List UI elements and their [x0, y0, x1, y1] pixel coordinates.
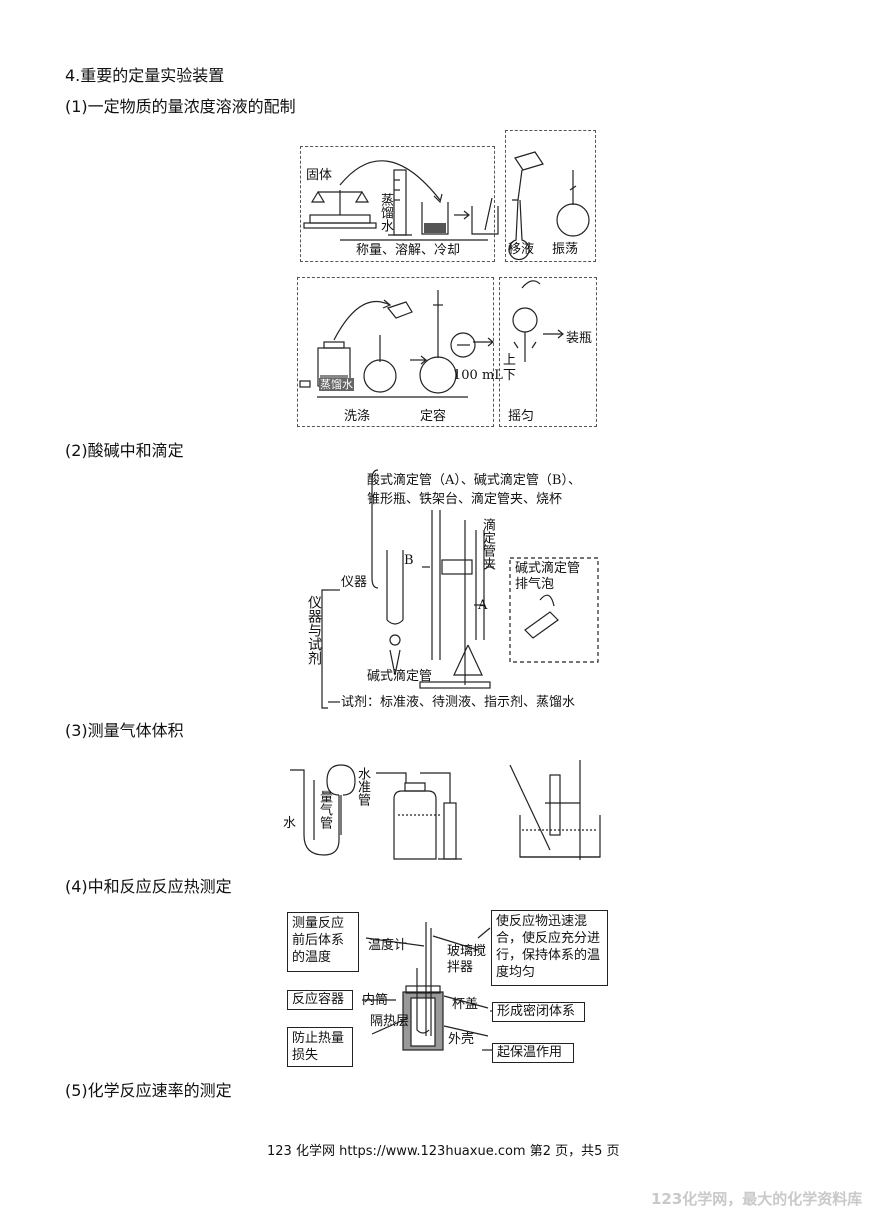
label-weigh-dissolve-cool: 称量、溶解、冷却	[356, 243, 461, 258]
label-glass-stirrer: 玻璃搅拌器	[447, 944, 487, 975]
label-up: 上	[503, 353, 517, 368]
label-distilled-water: 蒸馏水	[378, 193, 393, 232]
label-inner-cylinder: 内筒	[362, 993, 389, 1008]
label-mix: 摇匀	[508, 409, 535, 424]
box-measure-temperature: 测量反应前后体系的温度	[287, 912, 359, 972]
label-lid: 杯盖	[452, 997, 479, 1012]
label-remove-bubbles: 碱式滴定管排气泡	[515, 561, 581, 592]
panel-wash-dilute	[297, 277, 494, 427]
label-outer-shell: 外壳	[448, 1032, 475, 1047]
label-thermometer: 温度计	[368, 938, 408, 953]
label-b: B	[404, 553, 414, 568]
label-water: 水	[283, 816, 297, 831]
watermark: 123化学网，最大的化学资料库	[651, 1190, 863, 1208]
gas-volume-drawing	[290, 760, 601, 860]
box-reaction-vessel: 反应容器	[287, 990, 353, 1010]
box-closed-system: 形成密闭体系	[492, 1002, 585, 1022]
subsection-3-title: (3)测量气体体积	[65, 721, 184, 740]
subsection-2-title: (2)酸碱中和滴定	[65, 441, 184, 460]
label-burette-clamp: 滴定管夹	[480, 518, 495, 570]
label-gas-measuring-tube: 量气管	[317, 790, 332, 829]
label-base-burette: 碱式滴定管	[367, 669, 433, 684]
panel-transfer-shake	[505, 130, 596, 262]
label-reagents: 试剂：标准液、待测液、指示剂、蒸馏水	[341, 695, 576, 710]
label-instruments: 仪器	[341, 575, 368, 590]
label-transfer: 移液	[508, 242, 535, 257]
titration-drawing	[321, 469, 599, 709]
label-solid: 固体	[306, 168, 333, 183]
label-shake: 振荡	[552, 242, 579, 257]
section-title: 4.重要的定量实验装置	[65, 66, 225, 85]
label-a: A	[478, 598, 488, 613]
label-apparatus-list-1: 酸式滴定管（A）、碱式滴定管（B）、	[367, 473, 581, 488]
box-prevent-heat-loss: 防止热量损失	[287, 1027, 353, 1067]
label-insulation: 隔热层	[370, 1014, 410, 1029]
calorimeter-drawing	[362, 922, 496, 1051]
label-down: 下	[503, 368, 517, 383]
label-flask-100ml: 100 mL	[453, 368, 503, 383]
label-wash: 洗涤	[344, 409, 371, 424]
label-bottle: 蒸馏水	[319, 378, 354, 391]
label-dilute: 定容	[420, 409, 447, 424]
label-apparatus-list-2: 锥形瓶、铁架台、滴定管夹、烧杯	[367, 492, 563, 507]
label-bottling: 装瓶	[566, 331, 593, 346]
panel-mix	[499, 277, 597, 427]
page-footer: 123 化学网 https://www.123huaxue.com 第2 页，共…	[267, 1144, 620, 1159]
subsection-5-title: (5)化学反应速率的测定	[65, 1081, 232, 1100]
box-stirrer-purpose: 使反应物迅速混合，使反应充分进行，保持体系的温度均匀	[491, 910, 608, 986]
label-leveling-tube: 水准管	[355, 767, 370, 806]
subsection-1-title: (1)一定物质的量浓度溶液的配制	[65, 97, 296, 116]
label-instruments-and-reagents: 仪器与试剂	[306, 595, 322, 665]
panel-weigh-dissolve	[300, 146, 495, 262]
box-keep-warm: 起保温作用	[492, 1043, 574, 1063]
subsection-4-title: (4)中和反应反应热测定	[65, 877, 232, 896]
